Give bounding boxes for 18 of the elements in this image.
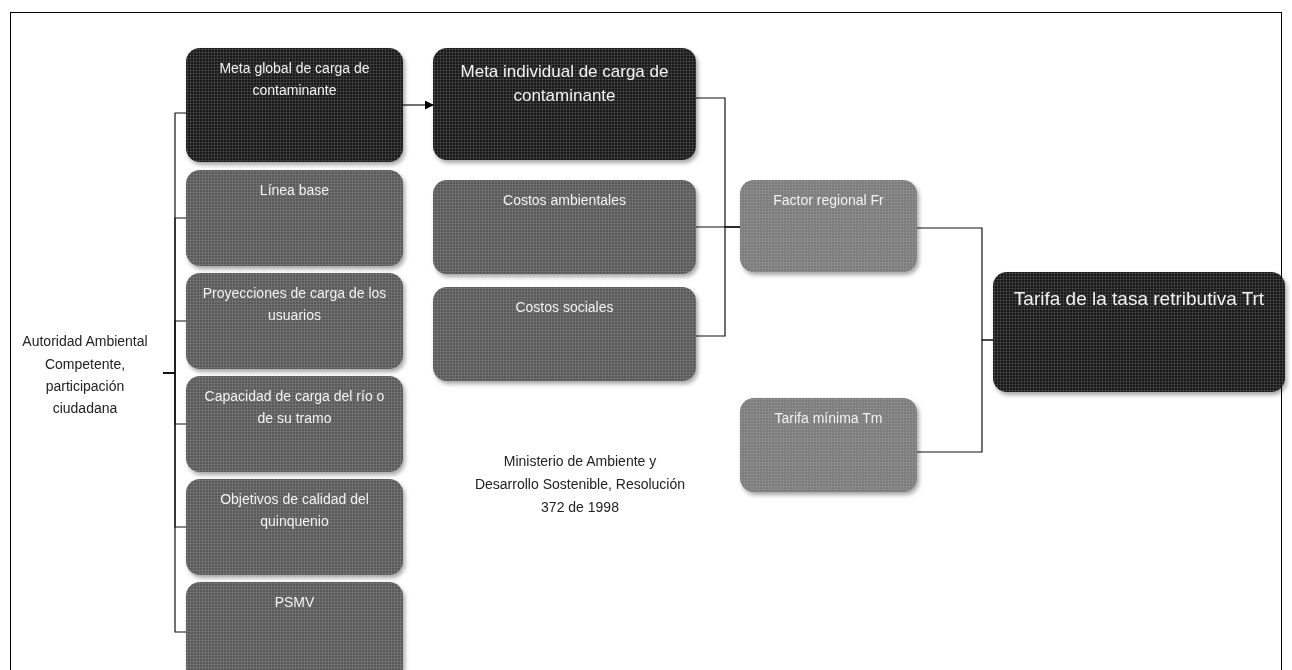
factor-box: Tarifa mínima Tm [740,398,917,492]
input-box: Capacidad de carga del río o de su tramo [186,376,403,472]
bracket-connector [162,372,187,633]
bracket-connector [916,339,994,453]
input-box: Proyecciones de carga de los usuarios [186,273,403,369]
input-box: Línea base [186,170,403,266]
cost-box: Costos sociales [433,287,696,381]
source-note: Ministerio de Ambiente y Desarrollo Sostenible, Resolución 372 de 1998 [473,452,687,518]
goal-box: Meta global de carga de contaminante [186,48,403,162]
bracket-connector [695,226,741,337]
source-text: Autoridad Ambiental Competente, participación ciudadana [20,300,150,450]
input-box: Objetivos de calidad del quinquenio [186,479,403,575]
input-box: PSMV [186,582,403,670]
factor-box: Factor regional Fr [740,180,917,272]
arrow [402,100,434,110]
goal-box: Meta individual de carga de contaminante [433,48,696,160]
cost-box: Costos ambientales [433,180,696,274]
result-box: Tarifa de la tasa retributiva Trt [993,272,1285,392]
